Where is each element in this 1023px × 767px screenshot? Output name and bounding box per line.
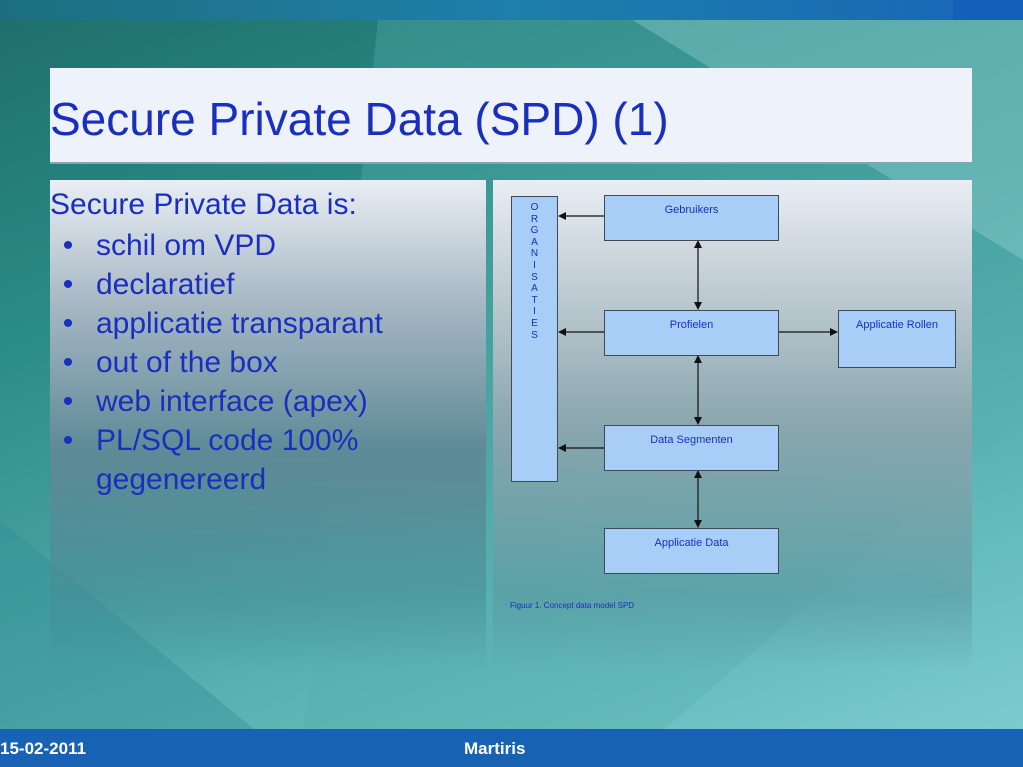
organisaties-letter: E xyxy=(531,317,538,329)
organisaties-letter: N xyxy=(530,248,539,260)
footer-organization: Martiris xyxy=(464,739,526,758)
data-segmenten-label: Data Segmenten xyxy=(650,434,733,446)
gebruikers-box: Gebruikers xyxy=(604,195,779,241)
bullet-icon: • xyxy=(62,229,74,262)
bullet-item: •applicatie transparant xyxy=(58,304,456,343)
organisaties-letter: T xyxy=(531,294,538,306)
organisaties-letter: S xyxy=(531,329,538,341)
organisaties-letter: I xyxy=(533,259,536,271)
bullet-item: •PL/SQL code 100% gegenereerd xyxy=(58,421,456,499)
bullet-icon: • xyxy=(62,424,74,457)
applicatie-data-label: Applicatie Data xyxy=(654,537,729,549)
gebruikers-label: Gebruikers xyxy=(664,204,719,216)
bullet-item: •web interface (apex) xyxy=(58,382,456,421)
data-segmenten-box: Data Segmenten xyxy=(604,425,779,471)
footer-date: 15-02-2011 xyxy=(0,739,87,758)
bullet-item: •declaratief xyxy=(58,265,456,304)
applicatie-rollen-label: Applicatie Rollen xyxy=(856,319,938,331)
organisaties-letter: R xyxy=(530,213,539,225)
organisaties-letter: A xyxy=(531,236,538,248)
profielen-label: Profielen xyxy=(669,319,714,331)
organisaties-letter: G xyxy=(530,225,539,237)
organisaties-letter: O xyxy=(530,202,539,213)
organisaties-letter: A xyxy=(531,283,538,295)
applicatie-data-box: Applicatie Data xyxy=(604,528,779,574)
organisaties-letter: S xyxy=(531,271,538,283)
figure-caption: Figuur 1. Concept data model SPD xyxy=(510,601,635,610)
organisaties-letter: I xyxy=(533,306,536,318)
applicatie-rollen-box: Applicatie Rollen xyxy=(838,310,956,368)
bullet-icon: • xyxy=(62,385,74,418)
top-band-accent xyxy=(953,0,1023,20)
bullet-icon: • xyxy=(62,346,74,379)
bullet-item: •schil om VPD xyxy=(58,226,456,265)
footer-bar: 15-02-2011 Martiris xyxy=(0,729,1023,767)
top-band xyxy=(0,0,1023,20)
bullet-icon: • xyxy=(62,268,74,301)
slide-title: Secure Private Data (SPD) (1) xyxy=(50,93,669,145)
title-area: Secure Private Data (SPD) (1) xyxy=(50,68,972,164)
profielen-box: Profielen xyxy=(604,310,779,356)
content-panel-left: Secure Private Data is: •schil om VPD •d… xyxy=(50,180,486,670)
intro-text: Secure Private Data is: xyxy=(50,188,357,221)
bullet-item: •out of the box xyxy=(58,343,456,382)
bullet-icon: • xyxy=(62,307,74,340)
bullet-list: •schil om VPD •declaratief •applicatie t… xyxy=(58,226,456,499)
